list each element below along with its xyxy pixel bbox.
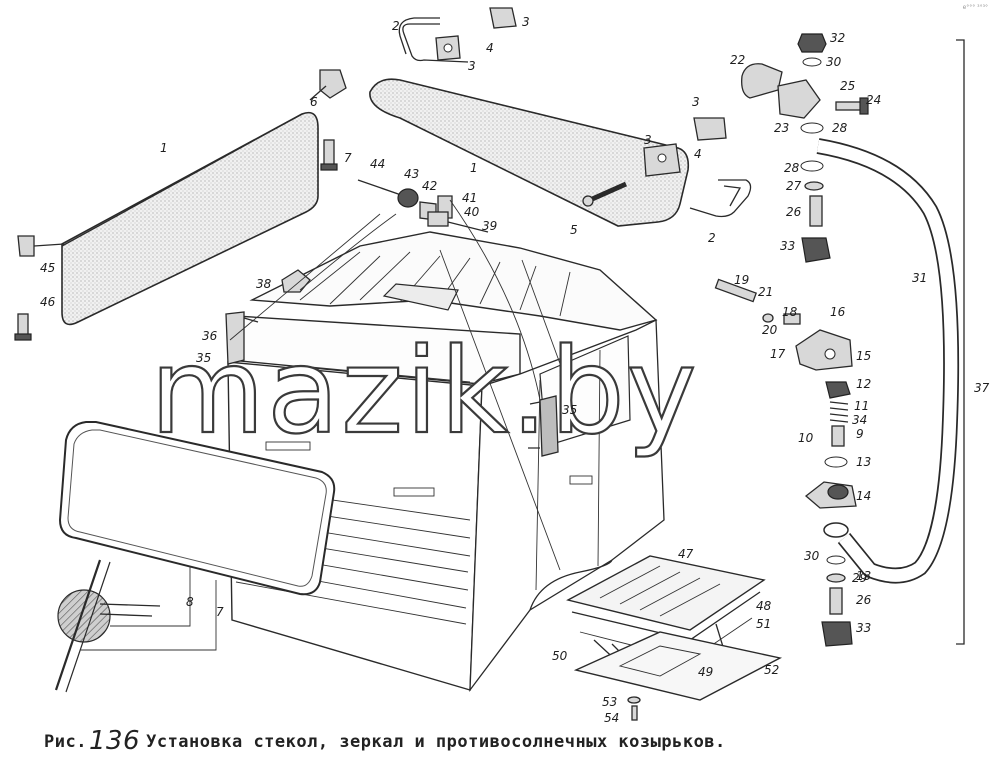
callout: 38 (256, 277, 272, 291)
seal-section-detail (54, 559, 161, 693)
callout: 30 (804, 549, 820, 563)
figure-number: 136 (88, 726, 141, 756)
callout: 50 (552, 649, 568, 663)
screw-7-top (320, 139, 338, 171)
caption-prefix: Рис. (44, 732, 87, 752)
callout: 33 (856, 621, 871, 635)
callout: 33 (780, 239, 795, 253)
clip-4-top (435, 35, 461, 61)
callout-numbers: 1 1 2 2 3 3 3 3 4 4 5 6 7 7 8 9 10 11 12… (40, 15, 990, 725)
callout: 42 (422, 179, 437, 193)
truck-cab (225, 231, 665, 693)
callout: 20 (762, 323, 778, 337)
callout: 28 (784, 161, 800, 175)
callout: 21 (758, 285, 773, 299)
callout: 51 (756, 617, 771, 631)
callout: 25 (840, 79, 855, 93)
callout: 2 (392, 19, 400, 33)
callout: 48 (756, 599, 772, 613)
callout: 4 (694, 147, 702, 161)
visor-hinge-6 (309, 69, 347, 101)
callout: 49 (698, 665, 713, 679)
mirror-arm-assembly (714, 33, 965, 647)
callout: 5 (570, 223, 578, 237)
callout: 9 (856, 427, 864, 441)
clip-3-right (693, 117, 727, 141)
right-sun-visor (369, 78, 690, 227)
callout: 34 (852, 413, 867, 427)
callout: 32 (830, 31, 845, 45)
callout: 24 (866, 93, 881, 107)
callout: 53 (602, 695, 617, 709)
callout: 30 (826, 55, 842, 69)
hook-2-top (398, 17, 469, 63)
callout: 27 (786, 179, 802, 193)
callout: 1 (160, 141, 168, 155)
corner-mark: е°°° ³°³° (962, 4, 988, 11)
callout: 4 (486, 41, 494, 55)
callout: 52 (764, 663, 779, 677)
leader-lines-7-8 (80, 566, 217, 651)
callout: 7 (216, 605, 224, 619)
callout: 45 (40, 261, 55, 275)
mirror-bracket-assembly (357, 179, 489, 233)
screw-46 (14, 313, 32, 341)
callout: 3 (644, 133, 652, 147)
callout: 35 (562, 403, 577, 417)
callout: 37 (974, 381, 990, 395)
callout: 11 (854, 399, 869, 413)
callout: 13 (856, 569, 871, 583)
callout: 47 (678, 547, 694, 561)
callout: 19 (734, 273, 749, 287)
callout: 36 (202, 329, 218, 343)
hook-2-right (689, 179, 752, 218)
callout: 41 (462, 191, 477, 205)
clip-3-top (489, 7, 517, 29)
clip-4-right (643, 143, 681, 177)
visor-rod-5 (582, 181, 628, 207)
callout: 54 (604, 711, 619, 725)
callout: 18 (782, 305, 798, 319)
callout: 6 (310, 95, 318, 109)
left-visor-bracket-45 (17, 235, 65, 257)
callout: 35 (196, 351, 211, 365)
callout: 46 (40, 295, 56, 309)
callout: 17 (770, 347, 786, 361)
callout: 7 (344, 151, 352, 165)
callout: 26 (786, 205, 802, 219)
roof-hatch-assembly (566, 555, 783, 721)
callout: 14 (856, 489, 871, 503)
callout: 1 (470, 161, 478, 175)
callout: 39 (482, 219, 497, 233)
callout: 31 (912, 271, 927, 285)
watermark: mazik.by (150, 322, 699, 460)
callout: 13 (856, 455, 871, 469)
callout: 3 (468, 59, 476, 73)
caption-title: Установка стекол, зеркал и противосолнеч… (146, 732, 726, 752)
callout: 26 (856, 593, 872, 607)
leader-lines (229, 199, 567, 571)
callout: 3 (692, 95, 700, 109)
callout: 15 (856, 349, 871, 363)
callout: 23 (774, 121, 789, 135)
callout: 3 (522, 15, 530, 29)
callout: 16 (830, 305, 846, 319)
windshield-glass (58, 421, 336, 596)
callout: 8 (186, 595, 194, 609)
callout: 29 (852, 571, 867, 585)
callout: 43 (404, 167, 419, 181)
callout: 12 (856, 377, 871, 391)
callout: 22 (730, 53, 745, 67)
callout: 10 (798, 431, 814, 445)
callout: 40 (464, 205, 480, 219)
callout: 28 (832, 121, 848, 135)
left-sun-visor (61, 111, 319, 326)
callout: 2 (708, 231, 716, 245)
callout: 44 (370, 157, 385, 171)
